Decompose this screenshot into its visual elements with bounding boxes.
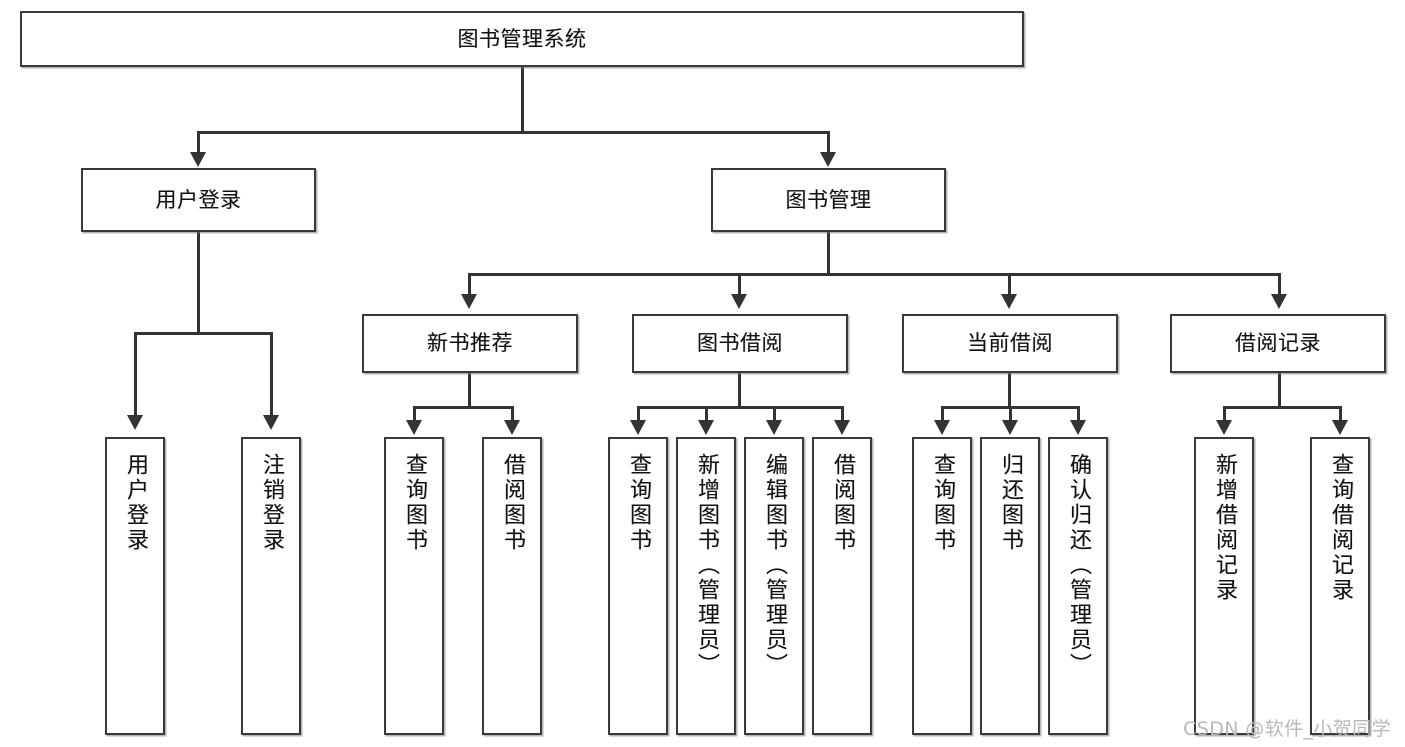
- node-label: 编辑图书（管理员）: [761, 453, 787, 678]
- leaf-book-borrow-add[interactable]: 新增图书（管理员）: [676, 437, 736, 735]
- leaf-current-borrow-confirm-return[interactable]: 确认归还（管理员）: [1048, 437, 1108, 735]
- arrowhead-current-borrow-leaf-2: [1002, 420, 1018, 435]
- connector-borrow-record-leaf-1: [1223, 406, 1226, 422]
- node-book-management[interactable]: 图书管理: [711, 168, 946, 232]
- node-label: 当前借阅: [967, 331, 1053, 356]
- node-current-borrow[interactable]: 当前借阅: [902, 314, 1118, 373]
- leaf-new-book-query[interactable]: 查询图书: [384, 437, 444, 735]
- leaf-book-borrow-query[interactable]: 查询图书: [608, 437, 668, 735]
- arrowhead-current-borrow-leaf-1: [934, 420, 950, 435]
- node-label: 查询借阅记录: [1327, 453, 1353, 603]
- connector-root-to-book-manage: [827, 131, 830, 156]
- node-label: 归还图书: [997, 453, 1023, 553]
- connector-user-login-stem: [197, 232, 200, 333]
- node-label: 借阅图书: [829, 453, 855, 553]
- leaf-user-login-logout[interactable]: 注销登录: [241, 437, 301, 735]
- connector-borrow-record-stem: [1278, 373, 1281, 408]
- connector-borrow-record-bus: [1223, 406, 1341, 409]
- arrowhead-borrow-record: [1271, 294, 1287, 309]
- connector-root-stem: [521, 67, 524, 132]
- node-label: 新增借阅记录: [1211, 453, 1237, 603]
- connector-new-book-leaf-1: [413, 406, 416, 422]
- arrowhead-new-book-leaf-2: [504, 420, 520, 435]
- arrowhead-root-to-user-login: [190, 152, 206, 167]
- node-label: 查询图书: [929, 453, 955, 553]
- leaf-book-borrow-edit[interactable]: 编辑图书（管理员）: [744, 437, 804, 735]
- leaf-borrow-record-add[interactable]: 新增借阅记录: [1194, 437, 1254, 735]
- connector-book-manage-bus: [468, 273, 1280, 276]
- arrowhead-borrow-record-leaf-1: [1216, 420, 1232, 435]
- connector-book-borrow-stem: [738, 373, 741, 408]
- leaf-current-borrow-return[interactable]: 归还图书: [980, 437, 1040, 735]
- arrowhead-current-borrow-leaf-3: [1070, 420, 1086, 435]
- leaf-new-book-borrow[interactable]: 借阅图书: [482, 437, 542, 735]
- arrowhead-book-borrow-leaf-1: [630, 420, 646, 435]
- node-label: 图书管理系统: [457, 26, 587, 51]
- connector-book-manage-to-borrow-record: [1278, 273, 1281, 298]
- connector-current-borrow-leaf-2: [1009, 406, 1012, 422]
- arrowhead-book-borrow-leaf-2: [698, 420, 714, 435]
- arrowhead-new-book: [461, 294, 477, 309]
- connector-book-borrow-bus: [637, 406, 843, 409]
- node-borrow-record[interactable]: 借阅记录: [1170, 314, 1386, 373]
- node-root-system[interactable]: 图书管理系统: [20, 11, 1024, 67]
- connector-new-book-bus: [413, 406, 513, 409]
- node-label: 注销登录: [258, 453, 284, 553]
- connector-book-borrow-leaf-3: [773, 406, 776, 422]
- connector-book-manage-stem: [827, 232, 830, 275]
- node-user-login[interactable]: 用户登录: [81, 168, 316, 232]
- connector-book-borrow-leaf-1: [637, 406, 640, 422]
- leaf-user-login-login[interactable]: 用户登录: [105, 437, 165, 735]
- connector-borrow-record-leaf-2: [1339, 406, 1342, 422]
- leaf-current-borrow-query[interactable]: 查询图书: [912, 437, 972, 735]
- node-book-borrow[interactable]: 图书借阅: [632, 314, 848, 373]
- connector-book-borrow-leaf-2: [705, 406, 708, 422]
- node-label: 借阅图书: [499, 453, 525, 553]
- node-label: 图书借阅: [697, 331, 783, 356]
- connector-book-borrow-leaf-4: [841, 406, 844, 422]
- connector-new-book-stem: [468, 373, 471, 408]
- arrowhead-user-login-leaf-1: [127, 415, 143, 430]
- connector-root-to-user-login: [197, 131, 200, 156]
- arrowhead-new-book-leaf-1: [406, 420, 422, 435]
- arrowhead-book-borrow-leaf-3: [766, 420, 782, 435]
- watermark-text: CSDN @软件_小贺同学: [1183, 718, 1391, 740]
- connector-book-manage-to-book-borrow: [738, 273, 741, 298]
- arrowhead-current-borrow: [1001, 294, 1017, 309]
- node-label: 查询图书: [401, 453, 427, 553]
- connector-new-book-leaf-2: [511, 406, 514, 422]
- node-label: 用户登录: [122, 453, 148, 553]
- connector-current-borrow-stem: [1008, 373, 1011, 408]
- connector-user-login-to-leaf-1: [134, 332, 137, 417]
- arrowhead-book-borrow: [731, 294, 747, 309]
- arrowhead-book-borrow-leaf-4: [834, 420, 850, 435]
- leaf-book-borrow-borrow[interactable]: 借阅图书: [812, 437, 872, 735]
- node-label: 确认归还（管理员）: [1065, 453, 1091, 678]
- arrowhead-root-to-book-manage: [820, 152, 836, 167]
- node-label: 新增图书（管理员）: [693, 453, 719, 678]
- node-label: 图书管理: [785, 187, 872, 212]
- leaf-borrow-record-query[interactable]: 查询借阅记录: [1310, 437, 1370, 735]
- connector-current-borrow-leaf-1: [941, 406, 944, 422]
- node-label: 用户登录: [155, 187, 242, 212]
- arrowhead-user-login-leaf-2: [263, 415, 279, 430]
- arrowhead-borrow-record-leaf-2: [1332, 420, 1348, 435]
- connector-user-login-to-leaf-2: [270, 332, 273, 417]
- connector-book-manage-to-new-book: [468, 273, 471, 298]
- connector-current-borrow-leaf-3: [1077, 406, 1080, 422]
- node-label: 查询图书: [625, 453, 651, 553]
- connector-book-manage-to-current-borrow: [1008, 273, 1011, 298]
- node-label: 借阅记录: [1235, 331, 1321, 356]
- connector-root-bus: [198, 131, 830, 134]
- node-label: 新书推荐: [427, 331, 513, 356]
- node-new-book-recommend[interactable]: 新书推荐: [362, 314, 578, 373]
- connector-user-login-bus: [134, 332, 272, 335]
